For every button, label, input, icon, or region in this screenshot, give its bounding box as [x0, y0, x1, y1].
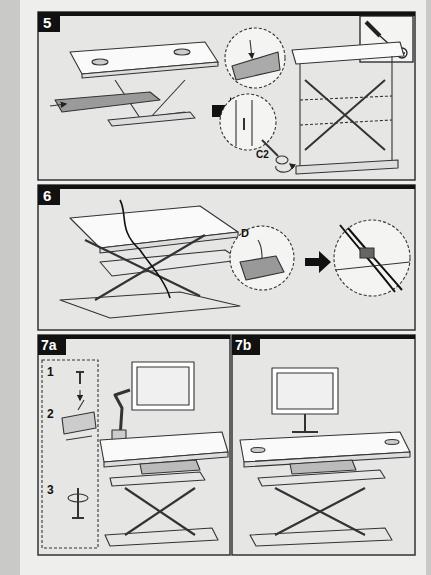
step-number: 5 [43, 15, 51, 30]
sub-step-number: 3 [47, 484, 54, 496]
part-code: C2 [256, 150, 269, 160]
riser-cable-view [60, 200, 240, 318]
step-number: 7b [235, 338, 251, 352]
riser-top-and-tray [50, 42, 218, 126]
sub-step-box [42, 360, 98, 548]
riser-assembly [292, 42, 404, 174]
cable-clip-callouts [230, 220, 410, 296]
sub-step-figures [62, 372, 96, 518]
step-number: 6 [43, 188, 51, 203]
riser-with-monitor [240, 368, 410, 546]
sub-step-number: 2 [47, 408, 54, 420]
sub-step-number: 1 [47, 366, 54, 378]
step-number: 7a [41, 338, 57, 352]
part-code: D [241, 228, 249, 239]
riser-with-monitor-arm [100, 362, 228, 546]
step-panels [38, 12, 415, 555]
step-tabs [38, 12, 415, 355]
detail-callouts [220, 28, 292, 172]
paper-sheet [20, 0, 426, 575]
